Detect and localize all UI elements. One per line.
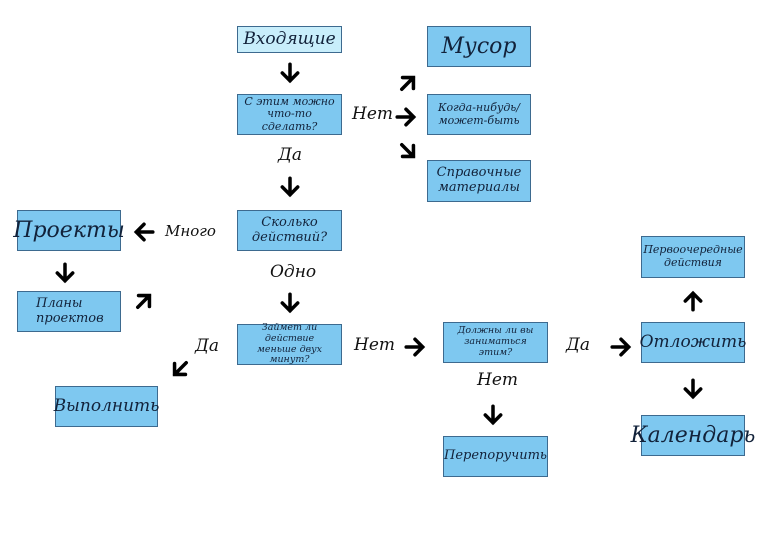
arrow-down-icon: [279, 62, 301, 84]
node-someday-line: Когда-нибудь/: [437, 100, 521, 114]
node-do-it-text: Выполнить: [53, 395, 160, 416]
arrow-right-icon: [395, 106, 417, 128]
arrow-down-icon: [54, 262, 76, 284]
node-defer-text: Отложить: [639, 331, 747, 352]
node-two-minutes: Займет ли действие меньше двух минут?: [237, 321, 342, 366]
edge-label-no-actionable: Нет: [352, 104, 394, 124]
arrow-right-icon: [404, 336, 426, 358]
arrow-up-icon: [682, 290, 704, 312]
node-actionable-line: С этим можно: [244, 94, 335, 108]
arrow-down-icon: [279, 176, 301, 198]
arrow-down-icon: [682, 378, 704, 400]
arrow-down-left-icon: [164, 353, 195, 384]
node-trash-text: Мусор: [441, 33, 517, 59]
node-reference-line: материалы: [438, 180, 520, 195]
node-next-actions: Первоочередные действия: [641, 236, 745, 278]
node-someday-line: может-быть: [438, 113, 520, 127]
node-inbox-text: Входящие: [243, 28, 336, 49]
arrow-up-right-icon: [128, 285, 159, 316]
edge-label-yes-should: Да: [566, 335, 590, 355]
arrow-left-icon: [133, 221, 155, 243]
edge-label-no-two-min: Нет: [354, 335, 396, 355]
arrow-up-right-icon: [392, 67, 423, 98]
node-project-plans-line: Планы: [36, 295, 83, 311]
arrow-down-icon: [482, 404, 504, 426]
node-should-you: Должны ли вы заниматься этим?: [443, 322, 548, 363]
node-next-actions-line: Первоочередные: [643, 243, 743, 257]
node-reference-line: Справочные: [436, 165, 522, 181]
node-next-actions-line: действия: [664, 256, 722, 269]
arrow-down-icon: [279, 292, 301, 314]
node-someday: Когда-нибудь/ может-быть: [427, 94, 531, 135]
node-delegate: Перепоручить: [443, 436, 548, 477]
node-delegate-text: Перепоручить: [444, 448, 547, 464]
node-do-it: Выполнить: [53, 386, 160, 427]
node-inbox: Входящие: [237, 26, 342, 53]
node-projects-text: Проекты: [13, 217, 125, 243]
node-two-minutes-line: Займет ли действие: [261, 321, 318, 344]
node-calendar-text: Календарь: [630, 422, 756, 448]
edge-label-yes-actionable: Да: [278, 145, 302, 165]
node-actionable-line: что-то сделать?: [261, 107, 318, 133]
node-calendar: Календарь: [631, 415, 755, 456]
node-two-minutes-line: меньше двух минут?: [257, 343, 322, 366]
node-should-you-line: Должны ли вы: [457, 325, 534, 337]
node-actionable: С этим можно что-то сделать?: [237, 94, 342, 135]
arrow-down-right-icon: [392, 135, 423, 166]
arrow-right-icon: [610, 336, 632, 358]
node-should-you-line: заниматься этим?: [464, 336, 527, 358]
node-how-many-line: действий?: [251, 229, 328, 245]
edge-label-no-should: Нет: [477, 370, 519, 390]
edge-label-many: Много: [165, 222, 216, 240]
edge-label-one: Одно: [270, 262, 317, 282]
node-project-plans: Планы проектов: [17, 291, 121, 332]
node-reference: Справочные материалы: [427, 160, 531, 202]
node-project-plans-line: проектов: [36, 310, 104, 326]
edge-label-yes-two-min: Да: [195, 336, 219, 356]
node-how-many: Сколько действий?: [237, 210, 342, 251]
node-trash: Мусор: [427, 26, 531, 67]
node-defer: Отложить: [639, 322, 747, 363]
node-projects: Проекты: [13, 210, 125, 251]
node-how-many-line: Сколько: [261, 214, 318, 230]
